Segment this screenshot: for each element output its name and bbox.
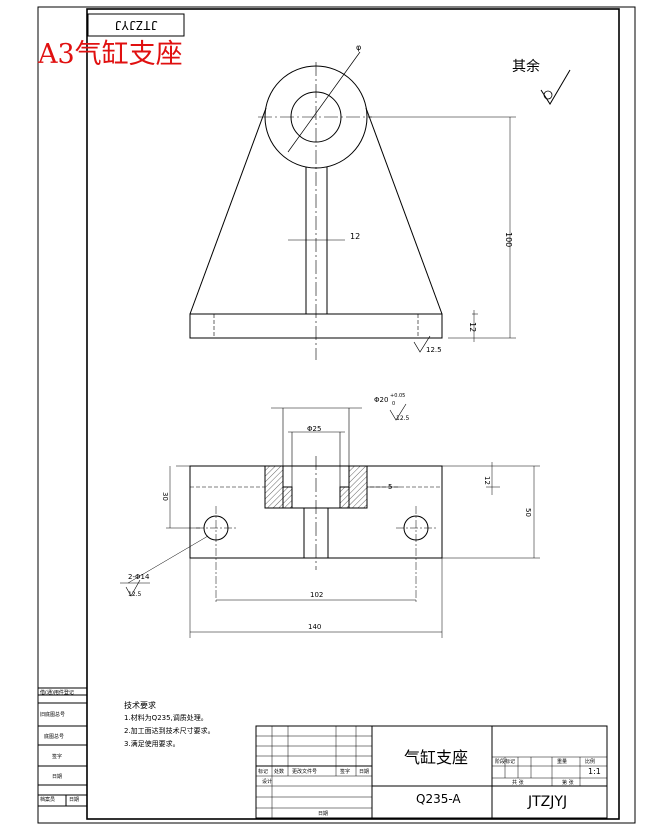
design-label: 设计 (262, 779, 273, 785)
scale-label: 比例 (585, 759, 596, 765)
part-name: 气缸支座 (404, 748, 469, 767)
dim-top-step: 12 (483, 476, 491, 485)
dim-hole-spacing: 102 (310, 591, 323, 599)
dim-height: 100 (504, 232, 513, 247)
stamp-label-6: 档案员 (40, 797, 56, 803)
weight-label: 重量 (557, 759, 568, 765)
drawing-number-rotated: JTZJYJ (114, 18, 158, 32)
tangent-right (365, 107, 443, 315)
inner-border (86, 8, 620, 820)
dim-bore-roughness: 12.5 (396, 415, 410, 422)
tech-req-item-1: 1.材料为Q235,调质处理。 (124, 714, 208, 722)
sheet-size-title: A3气缸支座 (38, 39, 183, 70)
dim-base-thickness: 12 (468, 322, 477, 332)
sheet-total: 共 张 (512, 780, 524, 786)
dim-hole-label: 2-Φ14 (128, 573, 150, 581)
header-mark: 标记 (258, 769, 269, 775)
material: Q235-A (416, 792, 461, 806)
base-plate-front (189, 313, 443, 339)
header-count: 处数 (274, 769, 285, 775)
left-stamp-table (37, 687, 88, 807)
tech-req-item-3: 3.满足使用要求。 (124, 740, 180, 748)
stage-label: 阶段标记 (495, 759, 516, 765)
header-change-doc: 更改文件号 (292, 769, 318, 775)
company-name: JTZJYJ (528, 794, 568, 810)
scale-value: 1:1 (588, 767, 601, 776)
dim-hole-roughness: 12.5 (128, 591, 142, 598)
dim-web-thickness: 12 (350, 232, 360, 241)
front-view (189, 51, 571, 360)
dim-bore-tol-sup: +0.05 (390, 393, 405, 399)
title-block (255, 725, 608, 819)
rest-roughness-symbol (540, 69, 571, 105)
dim-total-width: 140 (308, 623, 321, 631)
dim-diameter: φ (356, 43, 361, 52)
dim-counterbore: Φ25 (307, 425, 321, 433)
stamp-label-3: 底图总号 (44, 734, 65, 740)
stamp-label-4: 签字 (52, 754, 63, 760)
dim-bore-tol: Φ20 (374, 396, 388, 404)
dim-bore-tol-sub: 0 (392, 401, 395, 407)
drawing-number-box (87, 13, 185, 37)
dim-roughness-front: 12.5 (426, 346, 442, 354)
stamp-label-7: 日期 (69, 797, 80, 803)
section-view (120, 403, 540, 638)
dim-height-left: 30 (161, 492, 169, 501)
sheet-index: 第 张 (562, 780, 574, 786)
outer-border (37, 6, 636, 824)
stamp-label-1: 借(通)用件登记 (40, 690, 74, 696)
dim-total-height: 50 (524, 508, 532, 517)
tangent-left (189, 107, 267, 315)
stamp-label-5: 日期 (52, 774, 63, 780)
stamp-label-2: 旧底图总号 (40, 712, 66, 718)
header-sign: 签字 (340, 769, 351, 775)
rest-surface-label: 其余 (512, 59, 540, 75)
dim-depth: 5 (388, 483, 392, 491)
header-date: 日期 (359, 769, 370, 775)
tech-req-title: 技术要求 (124, 701, 156, 710)
tech-req-item-2: 2.加工面达到技术尺寸要求。 (124, 727, 215, 735)
date-label: 日期 (318, 811, 329, 817)
